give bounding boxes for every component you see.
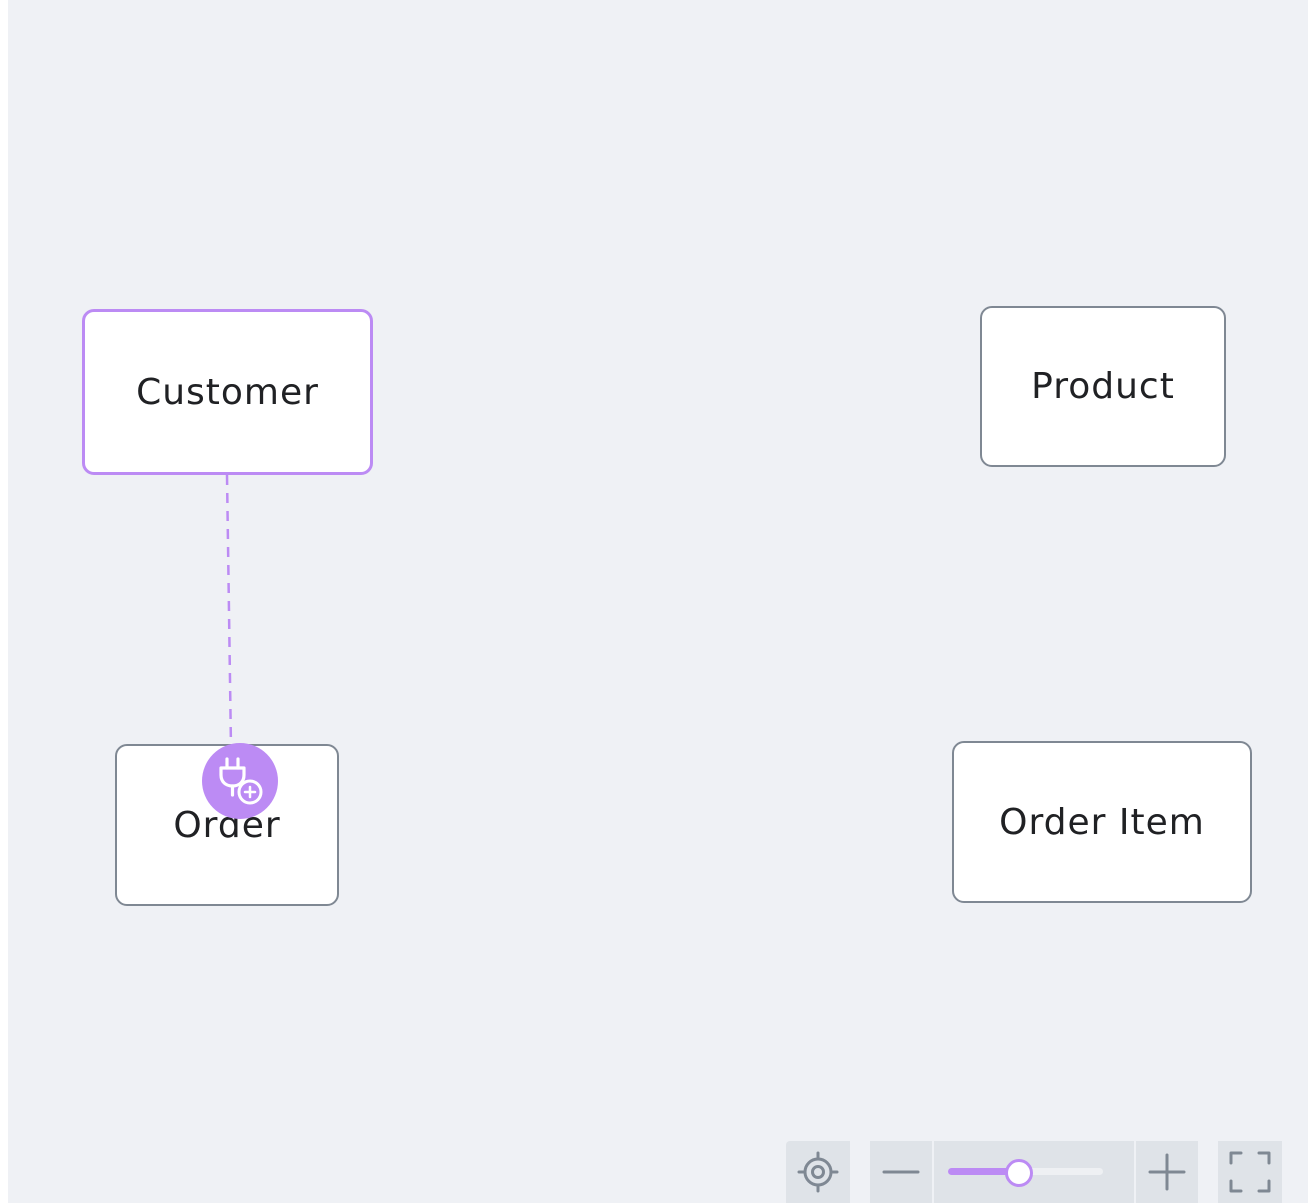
diagram-canvas[interactable]: Customer Product Order Order Item <box>8 0 1308 1203</box>
zoom-slider[interactable] <box>948 1159 1103 1187</box>
connect-handle[interactable] <box>202 743 278 819</box>
zoom-out-button[interactable] <box>870 1141 932 1203</box>
fit-view-button[interactable] <box>786 1141 850 1203</box>
node-customer[interactable]: Customer <box>82 309 373 475</box>
node-product[interactable]: Product <box>980 306 1226 467</box>
crosshair-target-icon <box>797 1151 839 1193</box>
plus-icon <box>1148 1153 1186 1191</box>
minus-icon <box>882 1170 920 1174</box>
fullscreen-corners-icon <box>1229 1151 1271 1193</box>
pending-connection-line <box>225 474 233 749</box>
zoom-slider-fill <box>948 1168 1018 1175</box>
fullscreen-button[interactable] <box>1218 1141 1282 1203</box>
node-order-item[interactable]: Order Item <box>952 741 1252 903</box>
node-label: Product <box>1031 366 1175 407</box>
node-label: Order Item <box>999 801 1205 843</box>
zoom-slider-thumb[interactable] <box>1004 1159 1033 1187</box>
plug-add-icon <box>219 757 263 805</box>
zoom-in-button[interactable] <box>1136 1141 1198 1203</box>
node-label: Customer <box>136 371 319 413</box>
page-edge <box>1308 0 1316 1203</box>
